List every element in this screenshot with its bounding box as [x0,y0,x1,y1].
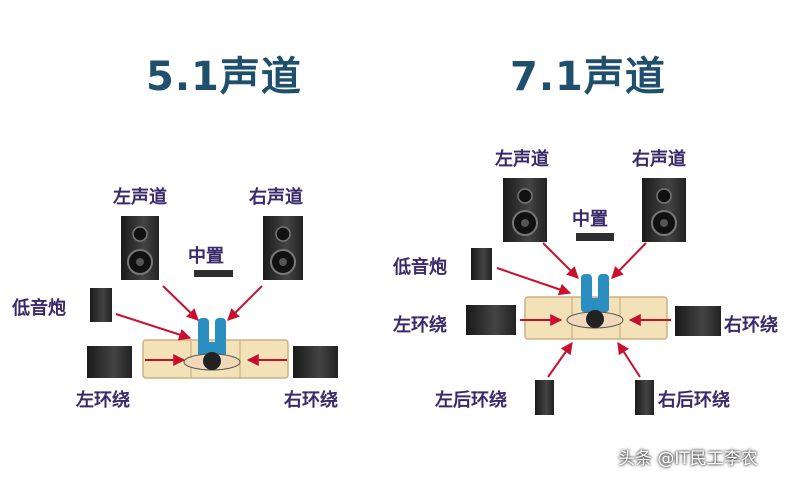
center-speaker-icon [194,270,233,277]
diagram-5-1 [87,216,338,379]
label-front-right: 右声道 [249,187,303,208]
label-surround-right: 右环绕 [724,315,778,336]
front-left-speaker-icon [503,178,547,242]
sound-arrows [496,242,671,378]
label-rear-right: 右后环绕 [658,390,730,411]
label-center: 中置 [188,246,224,267]
diagram-7-1 [466,178,721,415]
label-front-left: 左声道 [495,149,549,170]
listener-icon [566,274,624,329]
diagram-title-7-1: 7.1声道 [510,54,666,100]
center-speaker-icon [576,233,614,241]
surround-left-speaker-icon [87,346,132,378]
sound-arrows [115,285,287,366]
rear-right-speaker-icon [635,380,654,415]
label-front-right: 右声道 [632,149,686,170]
label-center: 中置 [572,209,608,230]
front-left-speaker-icon [121,216,159,280]
subwoofer-icon [90,288,112,322]
surround-right-speaker-icon [675,306,721,336]
subwoofer-icon [471,248,492,280]
diagram-title-5-1: 5.1声道 [146,54,302,100]
label-surround-left: 左环绕 [76,390,130,411]
front-right-speaker-icon [263,216,303,280]
listener-icon [183,318,241,371]
surround-right-speaker-icon [293,346,338,378]
label-subwoofer: 低音炮 [12,298,66,319]
front-right-speaker-icon [642,178,686,242]
label-surround-left: 左环绕 [393,315,447,336]
surround-left-speaker-icon [466,305,516,335]
label-subwoofer: 低音炮 [393,257,447,278]
label-rear-left: 左后环绕 [435,390,507,411]
label-front-left: 左声道 [113,187,167,208]
rear-left-speaker-icon [535,380,554,415]
label-surround-right: 右环绕 [284,390,338,411]
watermark: 头条 @IT民工李农 [618,449,758,469]
